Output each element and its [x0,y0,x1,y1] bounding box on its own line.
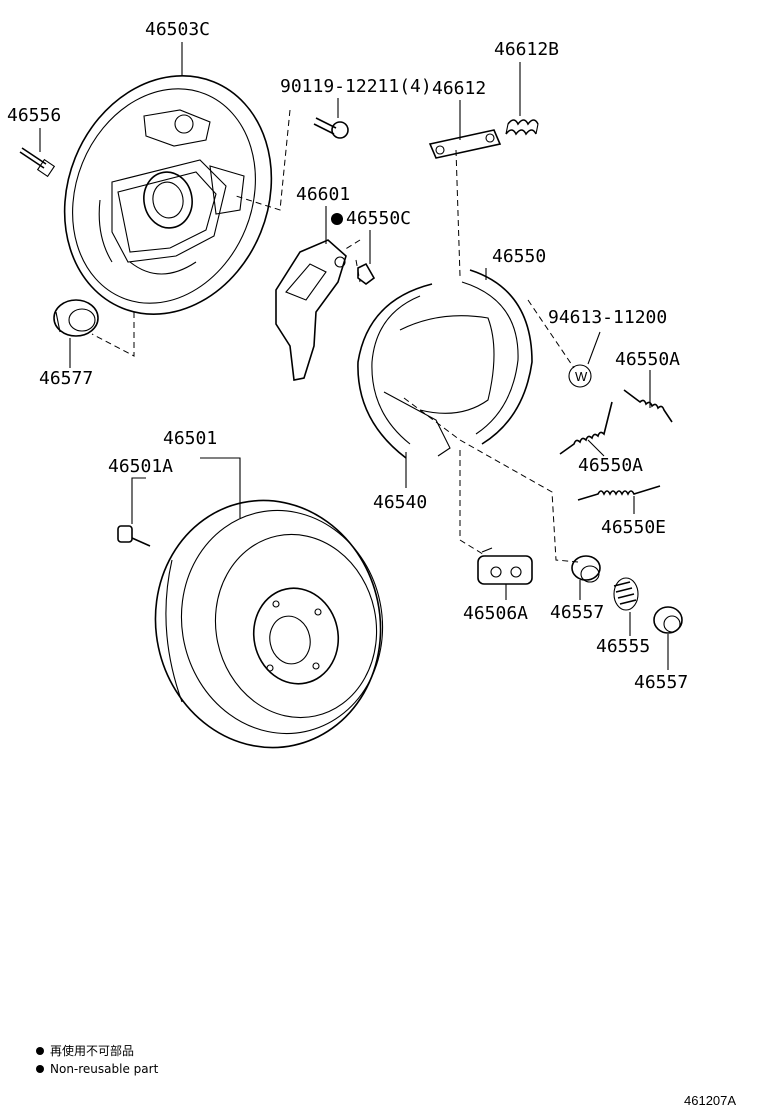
part-label-46556[interactable]: 46556 [7,105,62,126]
clip-46550C[interactable] [357,262,376,285]
parking-lever-46601[interactable] [275,239,347,381]
bullet-icon [36,1047,44,1055]
brake-shoe-46550[interactable] [461,269,533,445]
part-label-46506A[interactable]: 46506A [463,603,529,624]
washer-symbol-letter: W [575,369,588,384]
part-label-46550C[interactable]: 46550C [346,208,412,229]
hub-bolt-46501A[interactable] [117,525,151,547]
part-label-46550A-lower[interactable]: 46550A [578,455,644,476]
retainer-46612[interactable] [428,129,502,159]
spring-46555[interactable] [613,577,639,611]
part-label-46555[interactable]: 46555 [596,636,651,657]
bolt-46556[interactable] [19,147,56,178]
wheel-cylinder-46506A[interactable] [477,547,533,585]
part-label-46550A-upper[interactable]: 46550A [615,349,681,370]
spring-46612B[interactable] [505,119,539,136]
legend-japanese: 再使用不可部品 [36,1045,134,1057]
part-label-90119-12211[interactable]: 90119-12211(4) [280,76,432,97]
part-label-46550[interactable]: 46550 [492,246,547,267]
part-label-46557-a[interactable]: 46557 [550,602,605,623]
spring-46550E[interactable] [577,485,661,501]
part-label-46601[interactable]: 46601 [296,184,351,205]
brake-drum-46501[interactable] [133,479,404,768]
part-label-46577[interactable]: 46577 [39,368,94,389]
part-label-46612[interactable]: 46612 [432,78,487,99]
diagram-code: 461207A [684,1093,737,1108]
washer-symbol [568,364,592,388]
legend-japanese-text: 再使用不可部品 [50,1044,135,1058]
cup-46557-b[interactable] [653,606,683,634]
cup-46557-a[interactable] [571,555,601,583]
leader-lines [39,42,669,670]
backing-plate[interactable] [30,44,307,345]
brake-shoe-46540[interactable] [357,283,495,459]
non-reusable-marker [331,213,343,225]
part-label-46503C[interactable]: 46503C [145,19,211,40]
part-label-94613-11200[interactable]: 94613-11200 [548,307,668,328]
assembly-lines [91,109,579,563]
spring-46550A-upper[interactable] [623,389,673,423]
bolt-90119[interactable] [313,117,349,139]
part-label-46550E[interactable]: 46550E [601,517,667,538]
part-label-46501[interactable]: 46501 [163,428,218,449]
grommet-46577[interactable] [53,299,99,337]
part-label-46540[interactable]: 46540 [373,492,428,513]
spring-46550A-lower[interactable] [559,401,613,455]
part-label-46501A[interactable]: 46501A [108,456,174,477]
bullet-icon [36,1065,44,1073]
legend-english-text: Non-reusable part [50,1062,159,1076]
part-label-46557-b[interactable]: 46557 [634,672,689,693]
legend-english: Non-reusable part [36,1063,158,1075]
part-label-46612B[interactable]: 46612B [494,39,560,60]
